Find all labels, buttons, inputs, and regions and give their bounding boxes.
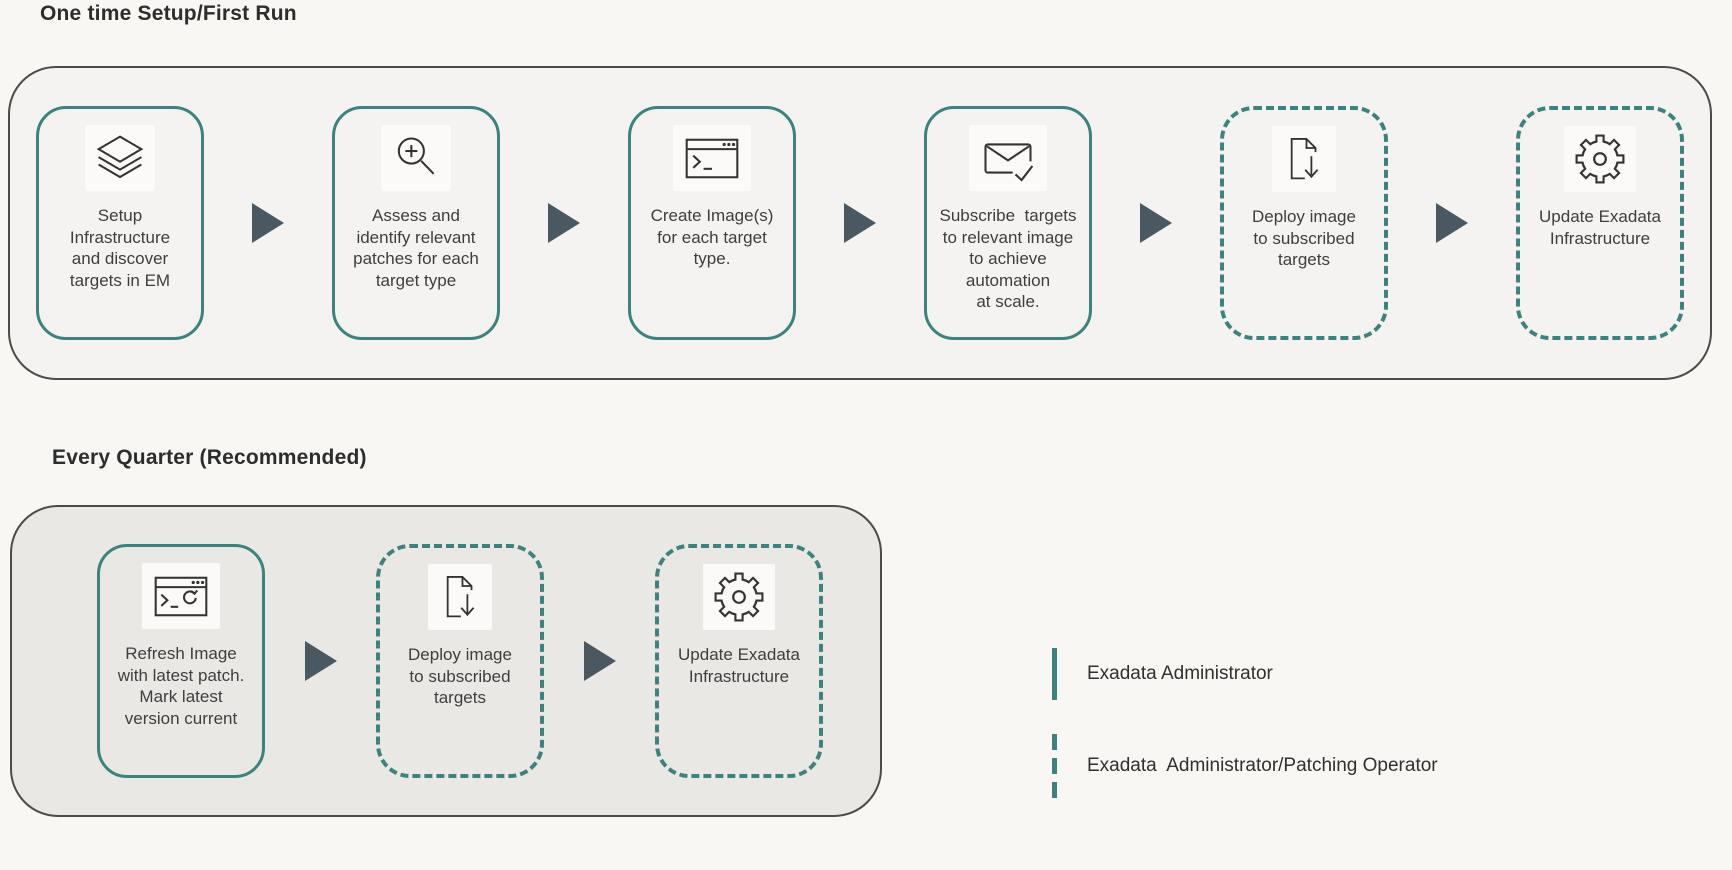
step-assess-patches: Assess and identify relevant patches for… bbox=[332, 106, 500, 340]
legend-row-patching-operator: Exadata Administrator/Patching Operator bbox=[1052, 734, 1438, 798]
step-update-exadata-infrastructure: Update Exadata Infrastructure bbox=[1516, 106, 1684, 340]
flow-arrow-icon bbox=[583, 641, 616, 681]
flow-container-every-quarter: Refresh Image with latest patch. Mark la… bbox=[10, 505, 882, 817]
terminal-refresh-icon bbox=[142, 563, 220, 629]
file-download-icon bbox=[428, 564, 492, 630]
step-label: Create Image(s) for each target type. bbox=[650, 206, 774, 269]
legend-dashed-line-icon bbox=[1052, 734, 1057, 798]
flow-arrow-icon bbox=[844, 203, 876, 243]
legend-solid-line-icon bbox=[1052, 648, 1057, 700]
gear-icon bbox=[703, 564, 775, 630]
step-label: Update Exadata Infrastructure bbox=[678, 645, 800, 686]
flow-arrow-icon bbox=[1436, 203, 1468, 243]
step-label: Refresh Image with latest patch. Mark la… bbox=[117, 644, 245, 728]
legend: Exadata Administrator Exadata Administra… bbox=[1052, 648, 1438, 798]
section1-title: One time Setup/First Run bbox=[40, 2, 297, 25]
step-setup-infrastructure: Setup Infrastructure and discover target… bbox=[36, 106, 204, 340]
step-deploy-image: Deploy image to subscribed targets bbox=[1220, 106, 1388, 340]
step-label: Setup Infrastructure and discover target… bbox=[69, 206, 171, 290]
flow-arrow-icon bbox=[1140, 203, 1172, 243]
step-label: Update Exadata Infrastructure bbox=[1539, 207, 1661, 248]
layers-icon bbox=[85, 125, 155, 191]
flow-arrow-icon bbox=[252, 203, 284, 243]
section2-title: Every Quarter (Recommended) bbox=[52, 446, 367, 469]
flow-container-one-time-setup: Setup Infrastructure and discover target… bbox=[8, 66, 1712, 380]
gear-icon bbox=[1564, 126, 1636, 192]
flow-arrow-icon bbox=[304, 641, 337, 681]
search-plus-icon bbox=[381, 125, 451, 191]
step-refresh-image: Refresh Image with latest patch. Mark la… bbox=[97, 544, 265, 778]
legend-row-administrator: Exadata Administrator bbox=[1052, 648, 1438, 700]
step-label: Deploy image to subscribed targets bbox=[1252, 207, 1356, 270]
step-label: Subscribe targets to relevant image to a… bbox=[939, 206, 1077, 312]
file-download-icon bbox=[1272, 126, 1336, 192]
step-deploy-image: Deploy image to subscribed targets bbox=[376, 544, 544, 778]
flow-arrow-icon bbox=[548, 203, 580, 243]
step-label: Deploy image to subscribed targets bbox=[408, 645, 512, 708]
step-label: Assess and identify relevant patches for… bbox=[353, 206, 479, 290]
legend-label: Exadata Administrator bbox=[1087, 663, 1273, 684]
terminal-window-icon bbox=[673, 125, 751, 191]
step-update-exadata-infrastructure: Update Exadata Infrastructure bbox=[655, 544, 823, 778]
legend-label: Exadata Administrator/Patching Operator bbox=[1087, 755, 1438, 776]
mail-check-icon bbox=[969, 125, 1047, 191]
step-subscribe-targets: Subscribe targets to relevant image to a… bbox=[924, 106, 1092, 340]
step-create-images: Create Image(s) for each target type. bbox=[628, 106, 796, 340]
